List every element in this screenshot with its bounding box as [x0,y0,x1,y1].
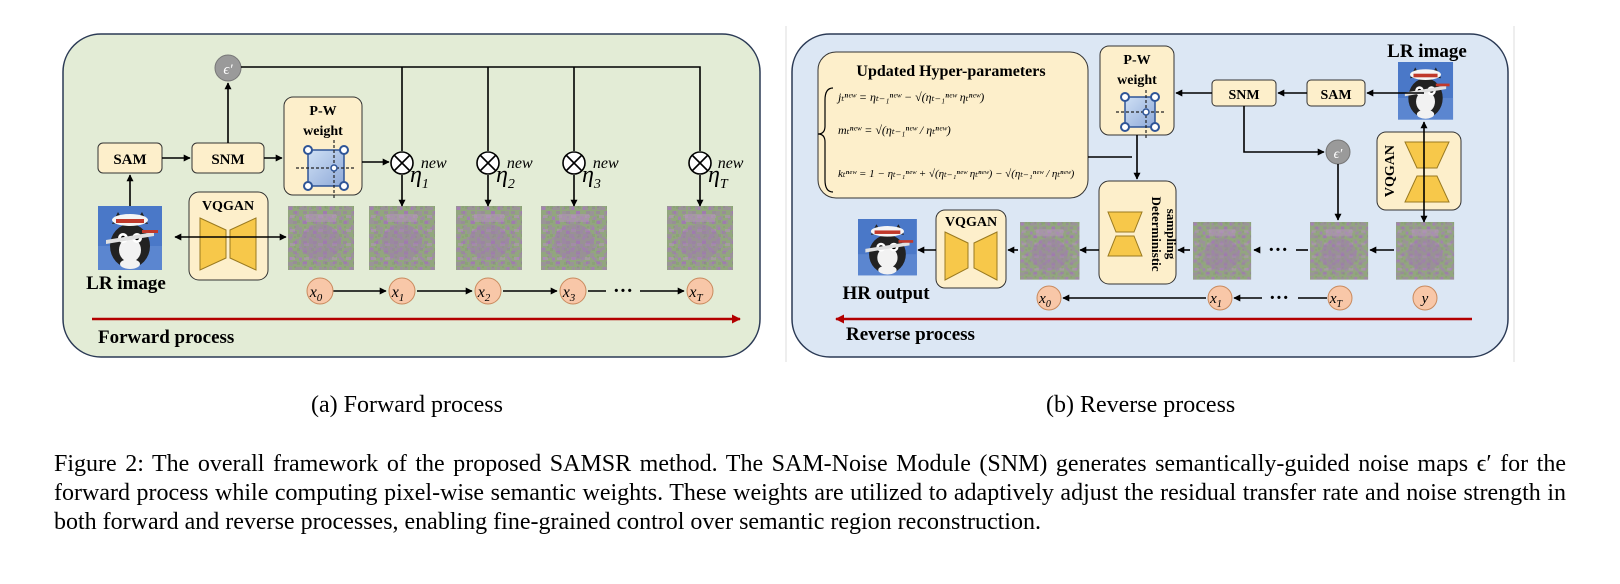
eta-T-label: ηTnew [708,155,744,192]
y-node: y [1412,285,1438,311]
forward-lr-image [98,206,162,270]
deterministic-sampling-icon [1107,211,1143,257]
reverse-noise-image-xT [1310,222,1369,280]
reverse-noise-image-x0 [1020,222,1080,280]
eta-2-label: η2new [496,155,533,192]
forward-noise-image-x3 [541,206,607,270]
reverse-vqgan-vertical-label: VQGAN [1383,145,1398,197]
eta-1-label: η1new [410,155,447,192]
forward-panel-background [62,33,761,358]
x-node-0: x0 [306,277,334,305]
forward-sam-label: SAM [113,152,146,168]
reverse-noise-image-x1 [1193,222,1252,280]
deterministic-label-1: Deterministic [1149,196,1164,271]
forward-process-title: Forward process [98,327,234,348]
hr-output-image [858,219,917,276]
equation-j: jₜⁿᵉʷ = ηₜ₋₁ⁿᵉʷ − √(ηₜ₋₁ⁿᵉʷ ηₜⁿᵉʷ) [836,90,984,104]
forward-noise-image-x2 [456,206,522,270]
reverse-connectors [917,89,1428,302]
svg-text:x1: x1 [1209,291,1222,310]
svg-text:x1: x1 [391,284,405,304]
subcaption-a: (a) Forward process [311,392,503,418]
x-node-2: x2 [474,277,502,305]
forward-epsilon-label: ϵ′ [223,62,233,78]
reverse-x-nodes: x0 x1 xT y [1036,285,1438,311]
hyper-parameter-box [817,51,1089,199]
svg-text:x2: x2 [477,284,491,304]
svg-text:xT: xT [1329,291,1344,310]
x-node-T: xT [1327,285,1353,311]
reverse-ellipsis-top: ··· [1268,239,1288,261]
multiply-icon [562,151,586,175]
reverse-epsilon-label: ϵ′ [1334,147,1344,162]
x-node-0: x0 [1036,285,1062,311]
deterministic-sampling-box [1098,180,1177,285]
eta-3-label: η3new [582,155,619,192]
equation-brace [817,87,834,193]
forward-pw-label-2: weight [303,124,343,139]
forward-connectors [126,66,704,295]
reverse-panel: Updated Hyper-parameters jₜⁿᵉʷ = ηₜ₋₁ⁿᵉʷ… [785,26,1515,362]
reverse-vqgan-icon [944,231,998,281]
multiply-icon [476,151,500,175]
svg-text:x3: x3 [562,284,576,304]
forward-noise-image-xT [667,206,733,270]
reverse-pw-label-2: weight [1117,73,1157,88]
multiply-icon [688,151,712,175]
deterministic-label-2: sampling [1164,209,1179,260]
reverse-snm-label: SNM [1228,88,1259,103]
reverse-pw-weight-icon [1116,90,1164,140]
forward-vqgan-icon [199,217,257,271]
svg-text:y: y [1420,291,1429,307]
reverse-process-title: Reverse process [846,324,975,345]
hyper-parameter-title: Updated Hyper-parameters [856,63,1045,80]
x-node-T: xT [686,277,714,305]
x-node-3: x3 [559,277,587,305]
svg-text:x0: x0 [1038,291,1051,310]
reverse-pw-label-1: P-W [1123,53,1150,68]
x-node-1: x1 [388,277,416,305]
reverse-lr-image-label: LR image [1387,41,1467,62]
svg-text:x0: x0 [309,284,323,304]
svg-text:xT: xT [688,284,703,304]
forward-panel: SAM SNM ϵ′ P-W weight LR image VQGAN [62,33,761,358]
forward-pw-weight-icon [296,140,356,200]
reverse-vqgan-label: VQGAN [945,215,997,230]
forward-noise-image-x0 [288,206,354,270]
reverse-sam-label: SAM [1320,88,1351,103]
reverse-ellipsis-bottom: ··· [1269,287,1289,309]
forward-multiply-nodes [390,151,712,175]
forward-vqgan-label: VQGAN [202,199,254,214]
forward-noise-image-x1 [369,206,435,270]
forward-x-nodes: x0 x1 x2 x3 xT [306,277,714,305]
equation-k: kₜⁿᵉʷ = 1 − ηₜ₋₁ⁿᵉʷ + √(ηₜ₋₁ⁿᵉʷ ηₜⁿᵉʷ) −… [838,168,1075,180]
reverse-lr-image [1398,62,1454,120]
forward-pw-label-1: P-W [309,104,336,119]
reverse-noise-image-y [1396,222,1455,280]
x-node-1: x1 [1207,285,1233,311]
hr-output-label: HR output [842,283,930,304]
multiply-icon [390,151,414,175]
figure-caption: Figure 2: The overall framework of the p… [54,451,1566,535]
forward-epsilon-node [214,54,242,82]
forward-ellipsis: ··· [613,280,633,302]
forward-eta-labels: η1new η2new η3new ηTnew [410,155,744,192]
forward-snm-label: SNM [211,152,244,168]
equation-m: mₜⁿᵉʷ = √(ηₜ₋₁ⁿᵉʷ / ηₜⁿᵉʷ) [838,123,951,137]
forward-lr-image-label: LR image [86,273,166,294]
subcaption-b: (b) Reverse process [1046,392,1236,418]
